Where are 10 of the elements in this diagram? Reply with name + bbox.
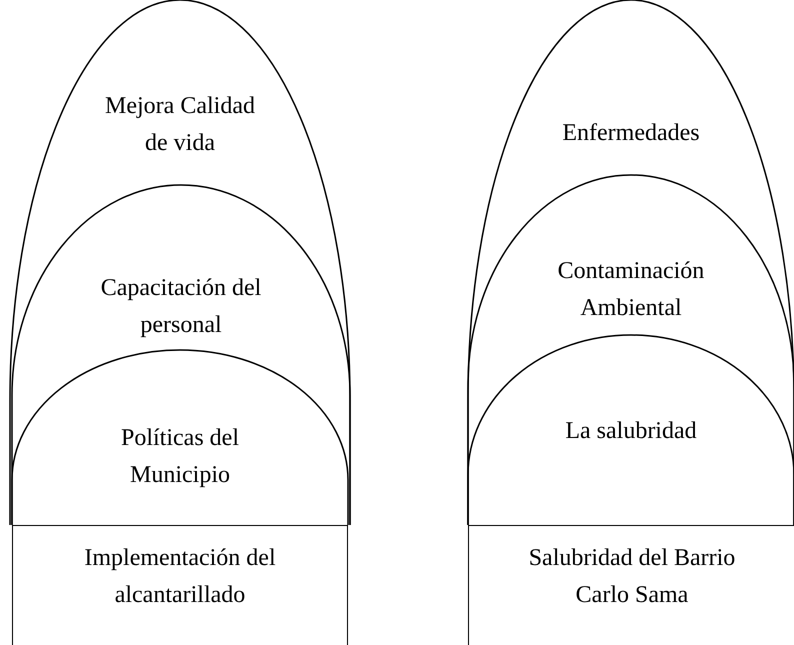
node-label: Implementación del alcantarillado [83, 544, 277, 610]
text-box [12, 525, 348, 645]
text-box [468, 525, 794, 645]
node-label: Mejora Calidad de vida [104, 92, 256, 158]
node-label: Contaminación Ambiental [556, 257, 706, 323]
node-label: La salubridad [564, 417, 698, 446]
node-label: Salubridad del Barrio Carlo Sama [528, 544, 736, 610]
node-label: Capacitación del personal [100, 274, 262, 340]
node-label: Enfermedades [561, 119, 701, 148]
node-label: Políticas del Municipio [120, 424, 240, 490]
